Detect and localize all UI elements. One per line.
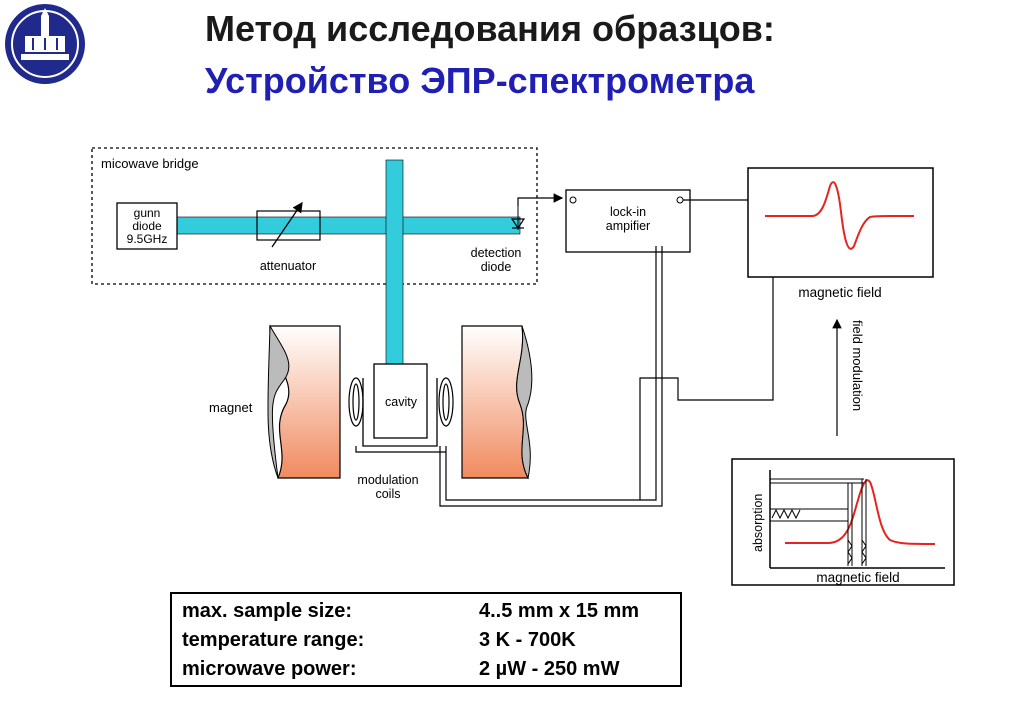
detection-diode-label-1: detection: [471, 246, 522, 260]
spec-label: temperature range:: [182, 629, 365, 651]
spec-label: max. sample size:: [182, 600, 353, 622]
logo-spire-top: [41, 8, 49, 16]
microwave-bridge-box: [91, 147, 538, 285]
derivative-curve: [765, 181, 915, 250]
cavity-label: cavity: [385, 395, 418, 409]
specs-table: max. sample size: 4..5 mm x 15 mm temper…: [170, 592, 682, 687]
logo-base: [21, 54, 69, 60]
absorption-xlabel: magnetic field: [816, 570, 899, 585]
attenuator-box: [256, 210, 321, 241]
spectrum-xlabel: magnetic field: [798, 285, 881, 300]
magnet-left-face: [267, 324, 290, 479]
spec-value: 2 µW - 250 mW: [479, 658, 620, 680]
microwave-bridge-label: micowave bridge: [101, 156, 199, 171]
spec-value: 4..5 mm x 15 mm: [479, 600, 640, 622]
spectrum-display: [747, 167, 934, 278]
logo-spire: [41, 16, 49, 36]
spec-label: microwave power:: [182, 658, 357, 680]
lock-in-amplifier-box: [565, 189, 691, 253]
gunn-diode-label-1: gunn: [134, 206, 161, 220]
cavity-box: [373, 363, 428, 439]
modulation-wiring: [355, 246, 774, 507]
waveguide-horizontal: [176, 216, 521, 235]
gunn-diode-box: [116, 202, 178, 250]
waveguide: [176, 159, 521, 366]
magnet-right-face: [516, 325, 533, 480]
detection-diode-icon: [510, 206, 526, 230]
detection-diode-label-2: diode: [481, 260, 512, 274]
attenuator-arrow: [271, 201, 303, 248]
modulation-coils-label-1: modulation: [357, 473, 418, 487]
diode-to-lockin-wire: [517, 193, 564, 206]
field-modulation-label: field modulation: [850, 320, 865, 411]
university-logo: [5, 4, 85, 84]
absorption-curve: [785, 479, 936, 545]
waveguide-vertical: [385, 159, 404, 366]
modulation-levels: [770, 478, 867, 566]
page-subtitle: Устройство ЭПР-спектрометра: [205, 60, 755, 101]
lock-in-label-2: ampifier: [606, 219, 650, 233]
modulation-coils-label-2: coils: [375, 487, 400, 501]
gunn-diode-label-3: 9.5GHz: [127, 232, 168, 246]
cavity-holder: [362, 378, 438, 447]
attenuator-label: attenuator: [260, 259, 316, 273]
absorption-display: [731, 458, 955, 586]
page-title: Метод исследования образцов:: [205, 8, 775, 49]
magnet-label: magnet: [209, 400, 253, 415]
magnet-right: [461, 325, 529, 479]
lock-in-label-1: lock-in: [610, 205, 646, 219]
spec-value: 3 K - 700K: [479, 629, 576, 651]
gunn-diode-label-2: diode: [132, 219, 162, 233]
absorption-ylabel: absorption: [751, 494, 765, 552]
